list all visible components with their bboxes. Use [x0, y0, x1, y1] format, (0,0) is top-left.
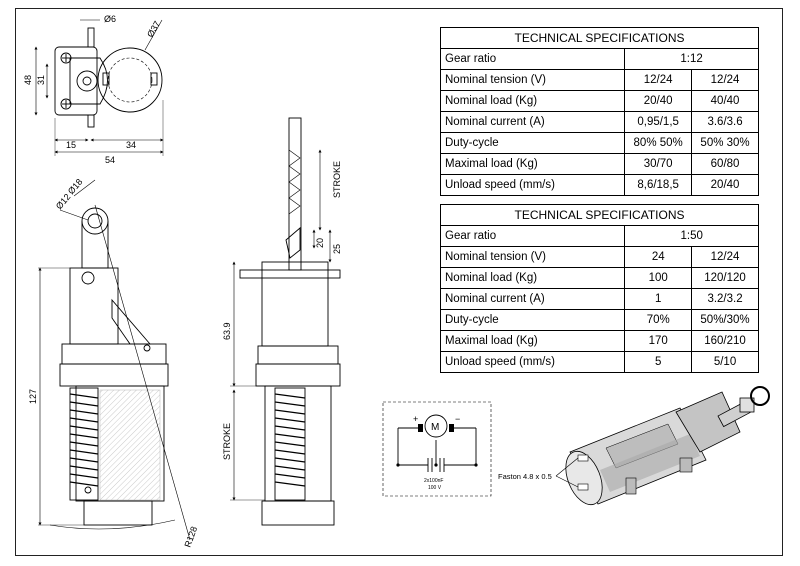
spec-value-b: 60/80 [691, 153, 759, 175]
front-view-drawing [38, 179, 191, 541]
spec-value-b: 20/40 [691, 174, 759, 196]
spec-value-a: 80% 50% [624, 132, 693, 154]
drawing-border [15, 8, 783, 556]
spec-value-a: 12/24 [624, 69, 693, 91]
top-view-drawing [34, 19, 164, 156]
spec-value-a: 5 [624, 351, 693, 373]
actuator-product-illustration: Faston 4.8 x 0.5 [498, 386, 770, 506]
dim-label: 34 [126, 140, 136, 150]
dim-label: Ø6 [104, 14, 116, 24]
capacitor-spec-label: 2x100nF [424, 478, 443, 484]
dim-label: Ø18 [66, 177, 85, 196]
dim-label: Ø37 [145, 19, 162, 39]
spec-value-b: 3.6/3.6 [691, 111, 759, 133]
dim-label: STROKE [332, 161, 342, 198]
dim-label: 25 [332, 244, 342, 254]
spec-table-gear-1-50: TECHNICAL SPECIFICATIONS Gear ratio 1:50… [439, 204, 759, 373]
spec-row-label: Maximal load (Kg) [439, 153, 626, 175]
dim-label: STROKE [222, 423, 232, 460]
spec-value-a: 30/70 [624, 153, 693, 175]
side-view-drawing [230, 117, 341, 526]
dim-label: 15 [66, 140, 76, 150]
spec-row-label: Nominal current (A) [439, 288, 626, 310]
spec-value-b: 3.2/3.2 [691, 288, 759, 310]
spec-value-a: 0,95/1,5 [624, 111, 693, 133]
spec-row-label: Nominal load (Kg) [439, 267, 626, 289]
capacitor-voltage-label: 100 V [428, 485, 442, 491]
faston-connector-label: Faston 4.8 x 0.5 [498, 472, 552, 481]
motor-symbol-label: M [431, 422, 439, 433]
spec-row-label: Nominal tension (V) [439, 69, 626, 91]
dim-label: 54 [105, 155, 115, 165]
spec-row-label: Unload speed (mm/s) [439, 174, 626, 196]
dim-label: 127 [28, 389, 38, 404]
dim-label: 63.9 [222, 322, 232, 340]
side-view-dimension-labels: STROKE 20 25 63.9 STROKE [222, 161, 342, 460]
dim-label: 31 [36, 75, 46, 85]
wiring-schematic: M + − 2x100nF 100 V [382, 401, 492, 497]
spec-value-b: 50% 30% [691, 132, 759, 154]
dim-label: R128 [182, 525, 199, 549]
minus-terminal-label: − [455, 414, 460, 424]
dim-label: 48 [23, 75, 33, 85]
spec-row-label: Nominal current (A) [439, 111, 626, 133]
dim-label: Ø12 [54, 192, 73, 211]
spec-row-label: Maximal load (Kg) [439, 330, 626, 352]
spec-row-label: Unload speed (mm/s) [439, 351, 626, 373]
spec-table-gear-1-12: TECHNICAL SPECIFICATIONS Gear ratio 1:12… [439, 27, 759, 196]
dim-label: 20 [315, 238, 325, 248]
plus-terminal-label: + [413, 414, 418, 424]
spec-value-a: 170 [624, 330, 693, 352]
spec-value-b: 40/40 [691, 90, 759, 112]
spec-value-b: 5/10 [691, 351, 759, 373]
gear-ratio-value: 1:50 [624, 225, 759, 247]
